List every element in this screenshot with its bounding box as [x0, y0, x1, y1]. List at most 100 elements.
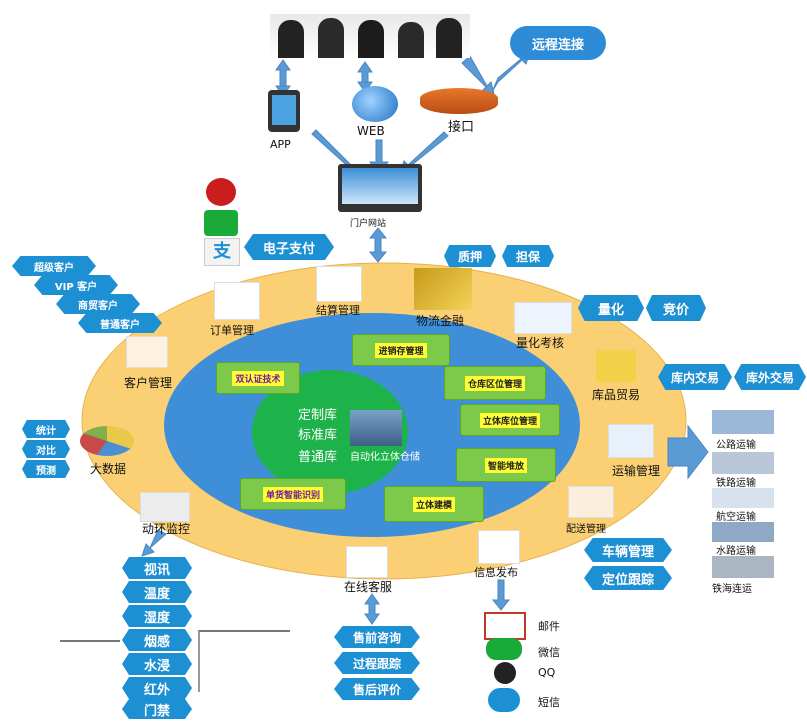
order-icon	[214, 282, 260, 320]
qq-icon	[494, 662, 516, 684]
arrow-release-channels	[491, 579, 511, 611]
interface-icon	[420, 88, 498, 114]
arrow-monitor-sensors	[141, 529, 167, 557]
center-circle	[252, 370, 408, 494]
core-auto: 自动化立体仓储	[350, 452, 420, 463]
road-label: 公路运输	[716, 440, 756, 451]
model-label: 立体建模	[412, 496, 455, 512]
web-icon	[352, 86, 398, 122]
rfid-box: 单货智能识别	[240, 478, 346, 510]
transport-icon	[608, 424, 654, 458]
sensor-access: 门禁	[122, 699, 192, 719]
core-custom: 定制库	[298, 408, 338, 423]
water-image	[712, 522, 774, 542]
smart-stack-box: 智能堆放	[456, 448, 556, 482]
rfid-label: 单货智能识别	[262, 486, 323, 502]
quant-icon	[514, 302, 572, 334]
wechat-label: 微信	[538, 646, 560, 659]
bigdata-icon	[80, 426, 134, 456]
remote-cloud: 远程连接	[510, 26, 606, 60]
release-icon	[478, 530, 520, 564]
monitor-icon	[140, 492, 190, 522]
step-presale: 售前咨询	[334, 626, 420, 648]
warehouse-area-box: 仓库区位管理	[444, 366, 546, 400]
arrow-app-people	[275, 59, 291, 87]
arrow-transport-modes	[667, 424, 709, 480]
bid-tag: 竞价	[646, 295, 706, 321]
delivery-label: 配送管理	[566, 524, 606, 535]
in-trade-tag: 库内交易	[658, 364, 732, 390]
bank-icon	[206, 178, 236, 206]
service-icon	[346, 546, 388, 578]
trade-icon	[596, 350, 636, 382]
road-image	[712, 410, 774, 434]
air-label: 航空运输	[716, 512, 756, 523]
release-label: 信息发布	[474, 566, 518, 579]
sensor-humidity: 湿度	[122, 605, 192, 627]
web-label: WEB	[357, 124, 385, 138]
rail-sea-label: 铁海连运	[712, 584, 752, 595]
settle-icon	[316, 266, 362, 302]
stereo-location-label: 立体库位管理	[479, 412, 540, 428]
portal-label: 门户网站	[350, 219, 387, 229]
arrow-web-people	[357, 61, 373, 85]
finance-icon	[414, 268, 472, 310]
quant-label: 量化考核	[516, 336, 565, 350]
sms-label: 短信	[538, 696, 560, 709]
customer-tag-trade: 商贸客户	[56, 294, 140, 314]
step-tracking: 过程跟踪	[334, 652, 420, 674]
customer-label: 客户管理	[124, 376, 173, 390]
customer-tag-vip: VIP 客户	[34, 275, 118, 295]
rail-image	[712, 452, 774, 474]
customer-icon	[126, 336, 168, 368]
people-image	[270, 14, 470, 58]
order-label: 订单管理	[210, 324, 254, 337]
inventory-label: 进销存管理	[375, 342, 427, 358]
trade-label: 库品贸易	[592, 388, 641, 402]
stereo-location-box: 立体库位管理	[460, 404, 560, 436]
warehouse-area-label: 仓库区位管理	[464, 375, 525, 391]
quant-tag: 量化	[578, 295, 644, 321]
portal-screen	[338, 164, 422, 212]
out-trade-tag: 库外交易	[734, 364, 806, 390]
customer-tag-regular: 普通客户	[78, 313, 162, 333]
sensor-temp: 温度	[122, 581, 192, 603]
service-label: 在线客服	[344, 580, 393, 594]
transport-label: 运输管理	[612, 464, 661, 478]
alipay-icon: 支	[204, 238, 240, 266]
remote-label: 远程连接	[531, 37, 584, 53]
predict-tag: 预测	[22, 460, 70, 478]
stat-tag: 统计	[22, 420, 70, 438]
rail-sea-image	[712, 556, 774, 578]
monitor-label: 动环监控	[142, 522, 191, 536]
mail-label: 邮件	[538, 620, 560, 633]
sensor-water: 水浸	[122, 653, 192, 675]
wechat-pay-icon	[204, 210, 238, 236]
pay-tag: 电子支付	[244, 234, 334, 260]
compare-tag: 对比	[22, 440, 70, 458]
delivery-icon	[568, 486, 614, 518]
water-label: 水路运输	[716, 546, 756, 557]
auto-warehouse-image	[350, 410, 402, 446]
model-box: 立体建模	[384, 486, 484, 522]
step-aftersale: 售后评价	[334, 678, 420, 700]
air-image	[712, 488, 774, 508]
inventory-box: 进销存管理	[352, 334, 450, 366]
qq-label: QQ	[538, 666, 556, 679]
finance-label: 物流金融	[416, 314, 465, 328]
app-label: APP	[270, 138, 291, 151]
guarantee-tag: 担保	[502, 245, 554, 267]
dual-auth-box: 双认证技术	[216, 362, 300, 394]
core-standard: 标准库	[298, 428, 338, 443]
sensor-infrared: 红外	[122, 677, 192, 699]
pledge-tag: 质押	[444, 245, 496, 267]
network-diagram-left	[60, 640, 120, 688]
sensor-video: 视讯	[122, 557, 192, 579]
vehicle-tag: 车辆管理	[584, 538, 672, 562]
locate-tag: 定位跟踪	[584, 566, 672, 590]
sms-icon	[488, 688, 520, 712]
sensor-smoke: 烟感	[122, 629, 192, 651]
customer-tag-super: 超级客户	[12, 256, 96, 276]
phone-icon	[268, 90, 300, 132]
mail-icon	[484, 612, 526, 640]
